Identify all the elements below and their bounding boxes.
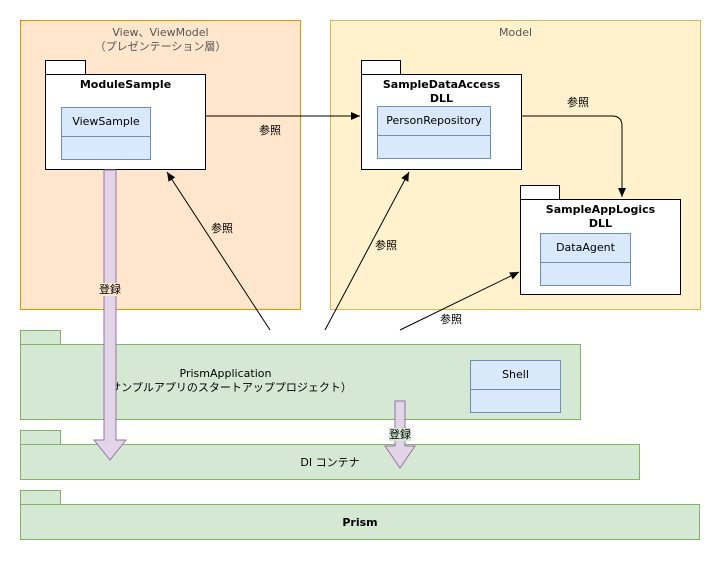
presentation-title-line1: View、ViewModel (112, 26, 209, 39)
ref-label-module-to-data-access: 参照 (259, 124, 281, 137)
ref-label-prism-to-module: 参照 (211, 222, 233, 235)
prism-title: Prism (342, 516, 378, 529)
ref-arrow-prism-to-app-logics (399, 271, 520, 331)
prism-app-title: PrismApplication （サンプルアプリのスタートアッププロジェクト） (21, 367, 430, 395)
model-title: Model (498, 26, 533, 39)
app-logics-title-line2: DLL (588, 217, 613, 230)
person-repository-class[interactable]: PersonRepository (377, 106, 491, 159)
data-access-title-line1: SampleDataAccess (382, 78, 501, 91)
presentation-title-line2: （プレゼンテーション層） (94, 40, 227, 53)
ref-arrow-data-access-to-app-logics (522, 115, 626, 197)
register-label-shell: 登録 (389, 428, 411, 441)
prism-layer[interactable]: Prism (20, 504, 700, 540)
di-container-title: DI コンテナ (300, 456, 360, 469)
app-logics-title-line1: SampleAppLogics (545, 203, 656, 216)
data-agent-label: DataAgent (541, 234, 630, 263)
data-agent-class[interactable]: DataAgent (540, 233, 631, 286)
ref-arrow-prism-to-data-access (324, 171, 410, 331)
app-logics-title: SampleAppLogics DLL (521, 203, 680, 231)
view-sample-class[interactable]: ViewSample (61, 107, 151, 160)
prism-app-title-line2: （サンプルアプリのスタートアッププロジェクト） (99, 381, 352, 394)
ref-label-data-access-to-app-logics: 参照 (567, 96, 589, 109)
person-repository-label: PersonRepository (378, 107, 490, 136)
view-sample-label: ViewSample (62, 108, 150, 137)
shell-class[interactable]: Shell (470, 360, 561, 413)
module-sample-title: ModuleSample (79, 78, 172, 91)
presentation-layer-title: View、ViewModel （プレゼンテーション層） (21, 26, 300, 54)
ref-label-prism-to-data-access: 参照 (375, 239, 397, 252)
ref-label-prism-to-app-logics: 参照 (440, 313, 462, 326)
register-label-module: 登録 (99, 283, 121, 296)
data-access-title: SampleDataAccess DLL (362, 78, 521, 106)
data-access-title-line2: DLL (429, 92, 454, 105)
di-container-layer[interactable]: DI コンテナ (20, 444, 640, 480)
register-arrow-module-to-di (92, 169, 128, 461)
ref-arrow-prism-to-module (166, 171, 271, 331)
prism-app-title-line1: PrismApplication (179, 367, 272, 380)
shell-label: Shell (471, 361, 560, 390)
